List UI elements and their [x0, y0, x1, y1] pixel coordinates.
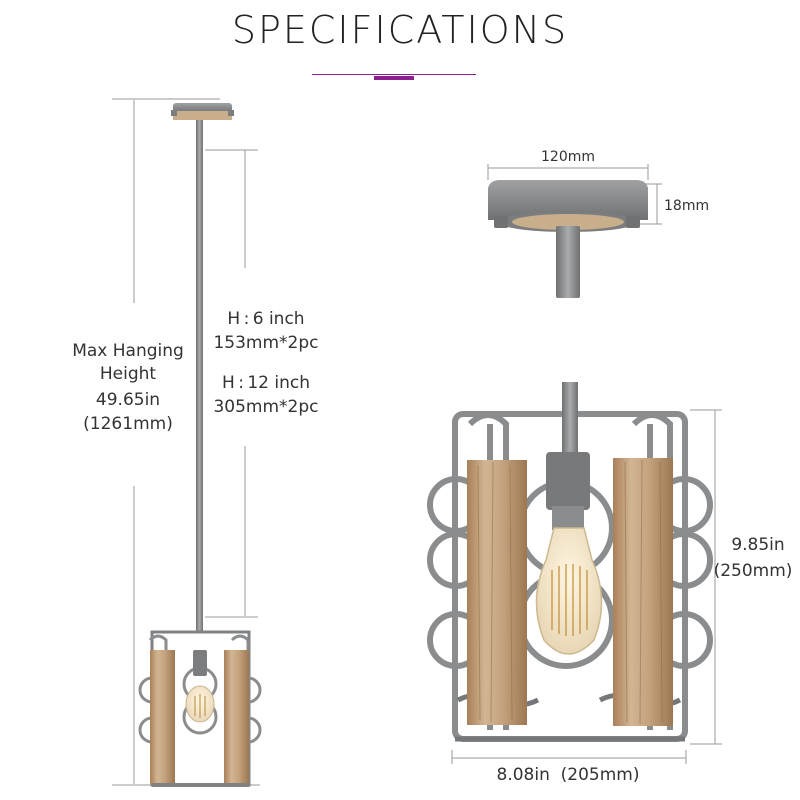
page-title: SPECIFICATIONS	[231, 8, 569, 52]
left-canopy	[171, 103, 234, 120]
max-hanging-label: Max Hanging	[72, 341, 184, 361]
rod-long-qty: 305mm*2pc	[213, 397, 319, 417]
shade-dimension-lines	[451, 409, 722, 764]
canopy-detail	[487, 164, 662, 298]
edison-bulb	[535, 527, 603, 655]
shade-height-inches: 9.85in	[731, 535, 785, 555]
title-underline	[312, 74, 476, 75]
canopy-diameter-label: 120mm	[541, 149, 595, 165]
shade-width-label: 8.08in (205mm)	[496, 765, 640, 785]
left-fixture	[112, 98, 262, 787]
rod-long-size: H : 12 inch	[222, 373, 310, 393]
left-downrod	[196, 120, 203, 632]
shade-height-mm: (250mm)	[713, 561, 793, 581]
left-shade	[138, 630, 262, 787]
shade-detail	[427, 382, 722, 764]
rod-short-size: H : 6 inch	[227, 309, 305, 329]
max-height-dimension-lines	[112, 98, 260, 786]
max-height-label: Height	[99, 364, 157, 384]
max-height-mm: (1261mm)	[83, 414, 173, 434]
canopy-height-label: 18mm	[664, 198, 710, 214]
rod-short-qty: 153mm*2pc	[213, 333, 319, 353]
max-height-inches: 49.65in	[95, 390, 161, 410]
title-accent-bar	[374, 76, 414, 80]
